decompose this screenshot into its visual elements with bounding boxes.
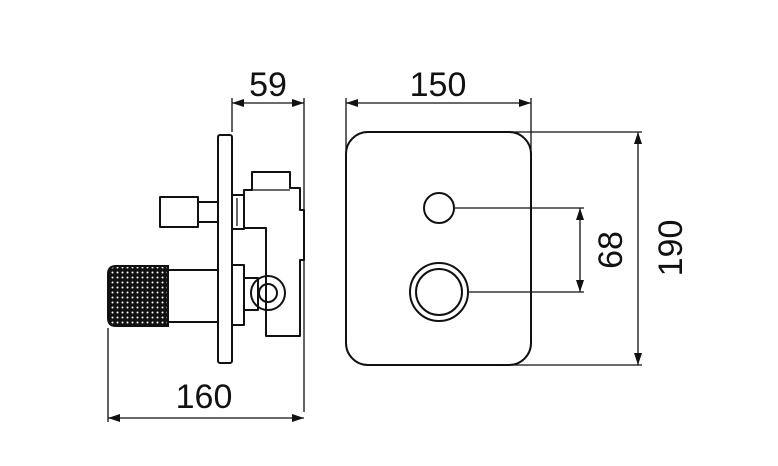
label-total-depth: 160 [176,378,233,416]
small-handle [423,192,455,224]
round-fitting [250,275,286,311]
label-plate-height: 190 [652,220,690,277]
side-view [107,134,305,364]
large-handle-inner [415,268,463,316]
dimension-depth [231,98,305,412]
large-handle-outer [409,262,469,322]
side-cover-plate [217,134,233,364]
handle-stem [167,264,259,326]
dimension-plate-width [345,98,532,150]
dimension-handle-spacing [454,207,584,293]
front-cover-plate [345,131,532,366]
dimension-plate-height [500,131,642,366]
upper-outlet [159,194,245,230]
valve-body [243,171,305,337]
label-depth: 59 [249,66,287,104]
front-view [345,131,532,366]
label-handle-spacing: 68 [592,231,630,269]
knurled-knob [107,265,169,327]
dimension-total-depth [107,328,304,422]
label-plate-width: 150 [410,66,467,104]
